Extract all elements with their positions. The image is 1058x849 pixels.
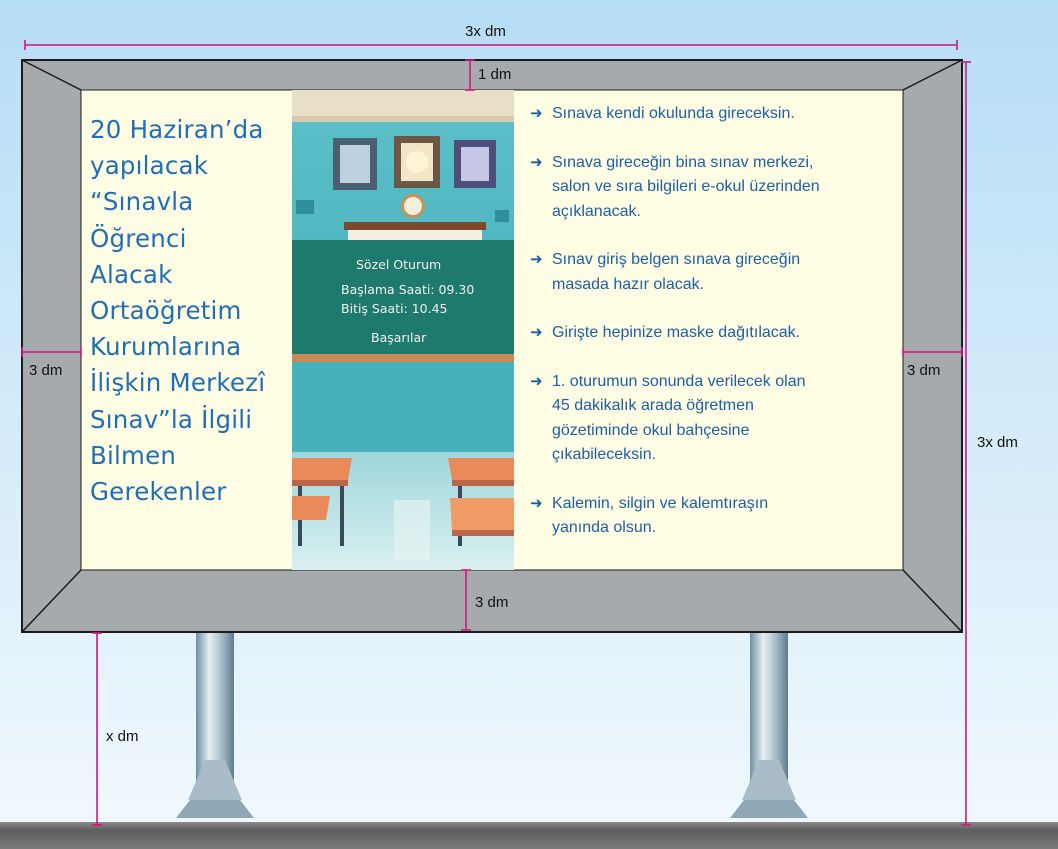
title-line: yapılacak <box>90 151 209 181</box>
title-line: İlişkin Merkezî <box>90 368 266 398</box>
note-line: Girişte hepinize maske dağıtılacak. <box>552 324 801 341</box>
chalkboard <box>292 240 514 358</box>
title-line: Kurumlarına <box>90 332 242 362</box>
note-item: ➜ 1. oturumun sonunda verilecek olan 45 … <box>530 370 900 468</box>
classroom-illustration <box>292 90 514 570</box>
bottom-border-label: 3 dm <box>475 594 509 611</box>
top-border-label: 1 dm <box>478 66 512 83</box>
note-item: ➜ Sınav giriş belgen sınava gireceğin ma… <box>530 248 900 297</box>
top-width-label: 3x dm <box>465 23 506 40</box>
chalkboard-line-1: Sözel Oturum <box>356 257 442 272</box>
note-item: ➜ Sınava gireceğin bina sınav merkezi, s… <box>530 151 900 225</box>
note-line: Sınav giriş belgen sınava gireceğin <box>552 251 801 268</box>
info-notes: ➜ Sınava kendi okulunda gireceksin. ➜ Sı… <box>530 102 900 565</box>
note-line: masada hazır olacak. <box>552 275 705 293</box>
note-line: Sınava gireceğin bina sınav merkezi, <box>552 153 814 171</box>
note-line: yanında olsun. <box>552 519 657 536</box>
right-pole <box>730 630 808 818</box>
chalkboard-line-4: Başarılar <box>371 330 427 345</box>
title-line: Bilmen <box>90 440 177 470</box>
pole-height-label: x dm <box>106 728 139 745</box>
note-item: ➜ Girişte hepinize maske dağıtılacak. <box>530 321 900 346</box>
note-line: çıkabileceksin. <box>552 446 657 463</box>
title-line: Öğrenci <box>90 223 187 253</box>
note-line: Kalemin, silgin ve kalemtıraşın <box>552 494 769 512</box>
note-line: Sınava kendi okulunda gireceksin. <box>552 105 795 122</box>
note-line: 1. oturumun sonunda verilecek olan <box>552 372 806 390</box>
dimension-lines <box>21 40 971 826</box>
ground <box>0 822 1058 849</box>
note-line: 45 dakikalık arada öğretmen <box>552 397 754 414</box>
arrow-right-icon: ➜ <box>530 251 543 268</box>
right-border-label: 3 dm <box>907 362 941 379</box>
arrow-right-icon: ➜ <box>530 105 543 122</box>
note-item: ➜ Kalemin, silgin ve kalemtıraşın yanınd… <box>530 492 900 541</box>
arrow-right-icon: ➜ <box>530 494 543 512</box>
chalkboard-line-3: Bitiş Saati: 10.45 <box>341 301 448 316</box>
total-height-label: 3x dm <box>977 434 1018 451</box>
title-line: Alacak <box>90 259 173 289</box>
note-item: ➜ Sınava kendi okulunda gireceksin. <box>530 102 900 127</box>
note-line: gözetiminde okul bahçesine <box>552 421 750 439</box>
arrow-right-icon: ➜ <box>530 324 543 341</box>
left-border-label: 3 dm <box>29 362 63 379</box>
title-line: 20 Haziran’da <box>90 115 264 144</box>
title-line: Ortaöğretim <box>90 296 242 326</box>
poster-title: 20 Haziran’da yapılacak “Sınavla Öğrenci… <box>90 112 290 510</box>
note-line: salon ve sıra bilgileri e-okul üzerinden <box>552 178 820 195</box>
arrow-right-icon: ➜ <box>530 372 543 390</box>
arrow-right-icon: ➜ <box>530 153 543 171</box>
chalkboard-line-2: Başlama Saati: 09.30 <box>341 282 475 297</box>
title-line: Sınav”la İlgili <box>90 404 253 434</box>
left-pole <box>176 630 254 818</box>
note-line: açıklanacak. <box>552 202 641 220</box>
title-line: Gerekenler <box>90 477 227 507</box>
title-line: “Sınavla <box>90 187 194 217</box>
